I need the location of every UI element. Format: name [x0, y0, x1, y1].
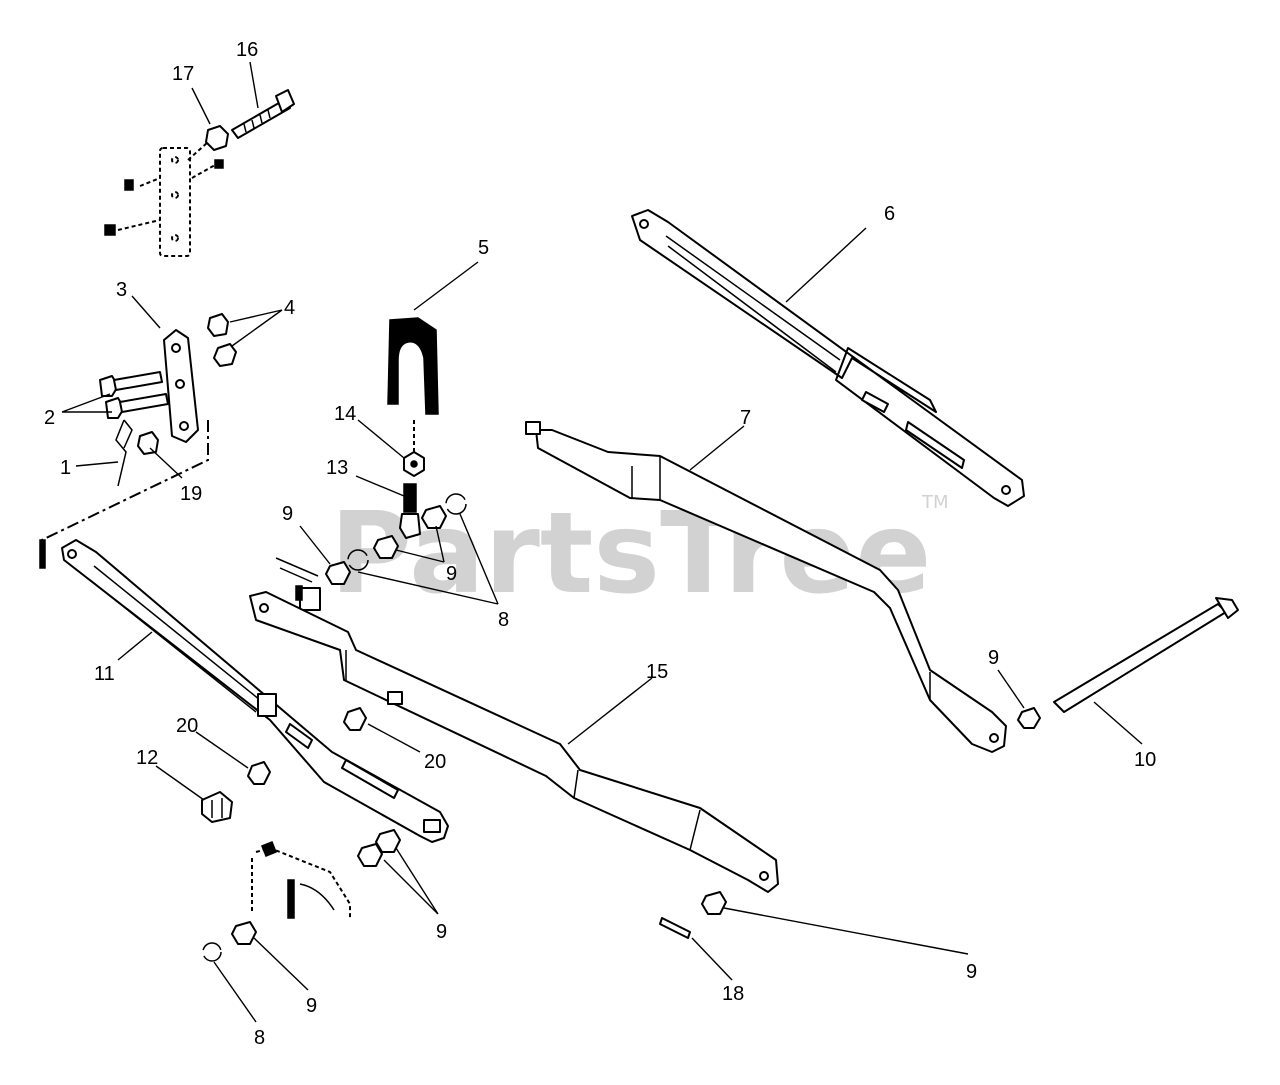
callout-11: 11	[94, 663, 115, 685]
part-mounting-plate	[163, 329, 199, 443]
part-bolt-2	[99, 371, 169, 419]
callout-9-e: 9	[966, 961, 977, 983]
callout-10: 10	[1134, 749, 1156, 771]
callout-13: 13	[326, 457, 348, 479]
callout-19: 19	[180, 483, 202, 505]
callout-2: 2	[44, 407, 55, 429]
leader-lines	[61, 61, 1143, 1023]
callout-15: 15	[646, 661, 668, 683]
callout-14: 14	[334, 403, 356, 425]
part-hitch-pin-1	[115, 419, 133, 487]
part-lower-bracket	[251, 841, 351, 919]
part-rings-8-center	[347, 493, 467, 571]
callout-12: 12	[136, 747, 158, 769]
part-nut-4	[207, 313, 237, 367]
part-cotter-pin-18	[659, 917, 691, 939]
callout-9-b: 9	[446, 563, 457, 585]
watermark: PartsTree TM	[330, 489, 949, 619]
part-rod-10	[1017, 597, 1239, 729]
part-lift-arm-11	[61, 539, 449, 843]
callout-9-d: 9	[988, 647, 999, 669]
part-lift-arm-6	[631, 209, 1025, 507]
callout-7: 7	[740, 407, 751, 429]
callout-5: 5	[478, 237, 489, 259]
part-u-bracket-5	[387, 317, 439, 458]
callout-labels: 16 17 3 4 2 1 19 5 14 13 9 9 8 6 7 11 15…	[44, 39, 1156, 1049]
callout-3: 3	[116, 279, 127, 301]
part-washers-9-center	[325, 505, 447, 585]
part-washers-9-lower	[231, 829, 727, 945]
callout-16: 16	[236, 39, 258, 61]
part-pivot-shaft	[275, 557, 321, 611]
part-end-marker	[39, 539, 46, 569]
callout-9-f: 9	[306, 995, 317, 1017]
callout-9-c: 9	[436, 921, 447, 943]
part-nut-12	[201, 791, 233, 823]
callout-6: 6	[884, 203, 895, 225]
part-nut-19	[137, 431, 159, 455]
part-nut-14	[403, 451, 425, 477]
callout-8-b: 8	[254, 1027, 265, 1049]
callout-8-a: 8	[498, 609, 509, 631]
part-lift-bar-15	[249, 591, 779, 893]
part-spring-13	[399, 483, 421, 539]
callout-4: 4	[284, 297, 295, 319]
watermark-trademark: TM	[921, 492, 949, 513]
callout-17: 17	[172, 63, 194, 85]
callout-20-a: 20	[176, 715, 198, 737]
callout-20-b: 20	[424, 751, 446, 773]
part-bracket-upper-assembly	[104, 89, 295, 257]
callout-1: 1	[60, 457, 71, 479]
part-washers-20	[247, 707, 367, 785]
part-lift-bar-7	[525, 421, 1007, 753]
callout-9-a: 9	[282, 503, 293, 525]
callout-18: 18	[722, 983, 744, 1005]
part-ring-8-lower	[202, 942, 222, 962]
